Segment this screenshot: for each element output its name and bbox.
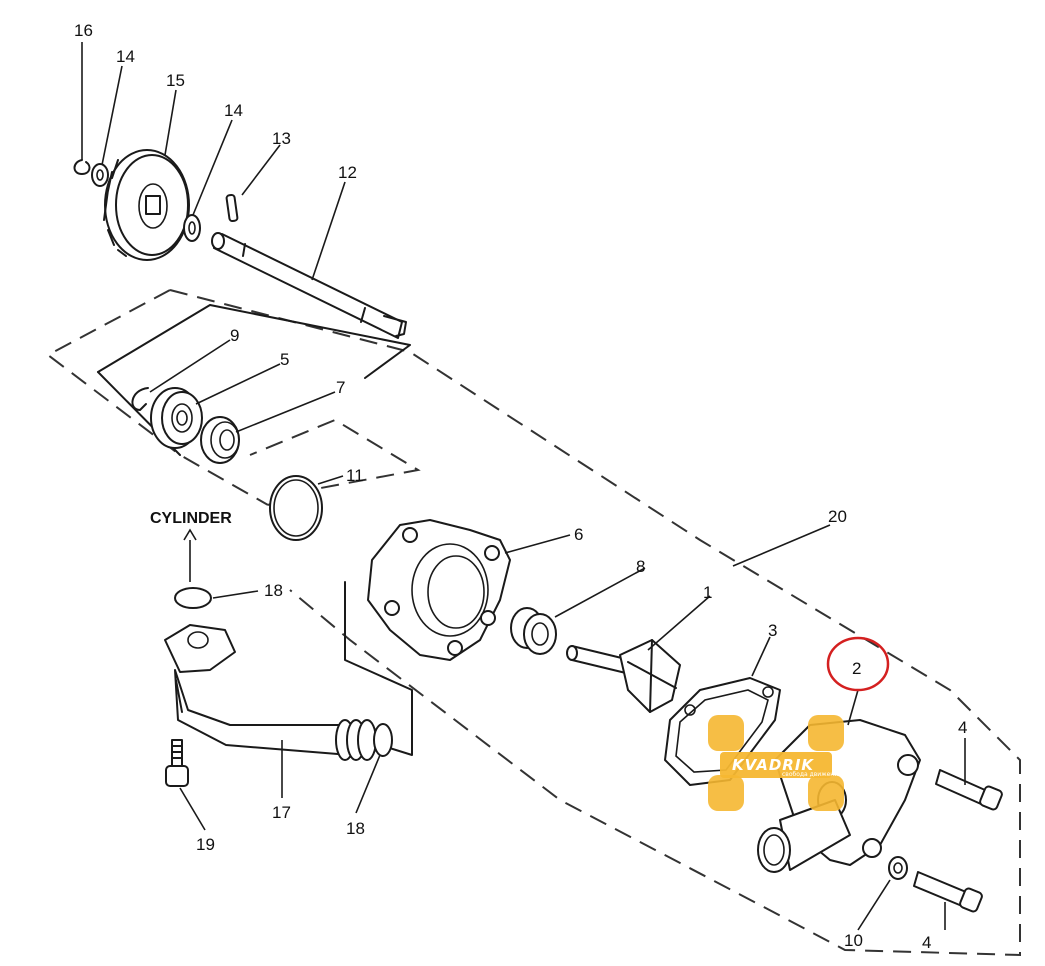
callout-18-b: 18: [346, 819, 365, 838]
part-11-o-ring: [269, 475, 323, 541]
part-16-circlip: [73, 159, 91, 175]
callout-4: 4: [958, 718, 967, 737]
part-6-pump-housing: [367, 519, 511, 661]
callout-13: 13: [272, 129, 291, 148]
callout-6: 6: [574, 525, 583, 544]
callout-labels: 16 14 15 14 13 12 9 5 7 11 20 CYLINDER 6…: [74, 21, 967, 952]
part-4-bolt-upper: [935, 769, 1003, 811]
highlight-circle: [826, 636, 890, 692]
cylinder-label: CYLINDER: [150, 510, 232, 527]
callout-1: 1: [703, 583, 712, 602]
callout-20: 20: [828, 507, 847, 526]
part-17-pipe: [164, 624, 377, 761]
part-8-seal: [510, 607, 557, 655]
part-4-bolt-lower: [913, 871, 983, 913]
part-1-impeller: [566, 639, 681, 713]
callout-7: 7: [336, 378, 345, 397]
watermark-tagline: свобода движения: [782, 771, 842, 778]
callout-9: 9: [230, 326, 239, 345]
callout-19: 19: [196, 835, 215, 854]
callout-14-b: 14: [224, 101, 243, 120]
callout-15: 15: [166, 71, 185, 90]
callout-11: 11: [346, 466, 364, 485]
part-18-o-ring-2: [373, 723, 393, 757]
part-19-bolt: [165, 739, 189, 787]
callout-12: 12: [338, 163, 357, 182]
part-15-gear: [103, 149, 190, 261]
callout-14: 14: [116, 47, 135, 66]
callout-8: 8: [636, 557, 645, 576]
watermark-brand: KVADRIK: [732, 756, 814, 774]
watermark-logo: KVADRIK свобода движения: [708, 715, 844, 811]
part-7-seal: [200, 416, 240, 464]
callout-3: 3: [768, 621, 777, 640]
part-9-circlip: [131, 387, 149, 411]
part-10-washer: [888, 856, 908, 880]
callout-4-b: 4: [922, 933, 931, 952]
part-14-washer-2: [183, 214, 201, 242]
cylinder-arrow: [183, 528, 197, 541]
callout-2: 2: [852, 659, 861, 678]
callout-17: 17: [272, 803, 291, 822]
callout-5: 5: [280, 350, 289, 369]
leader-lines: [81, 42, 966, 931]
callout-16: 16: [74, 21, 93, 40]
bearing-group-box: [97, 304, 411, 456]
part-12-shaft: [211, 232, 407, 339]
callout-18: 18: [264, 581, 283, 600]
callout-10: 10: [844, 931, 863, 950]
part-14-washer: [91, 163, 109, 187]
part-18-o-ring: [174, 587, 212, 609]
part-13-pin: [225, 193, 239, 223]
housing-bracket: [344, 581, 413, 756]
part-5-bearing: [150, 387, 203, 449]
